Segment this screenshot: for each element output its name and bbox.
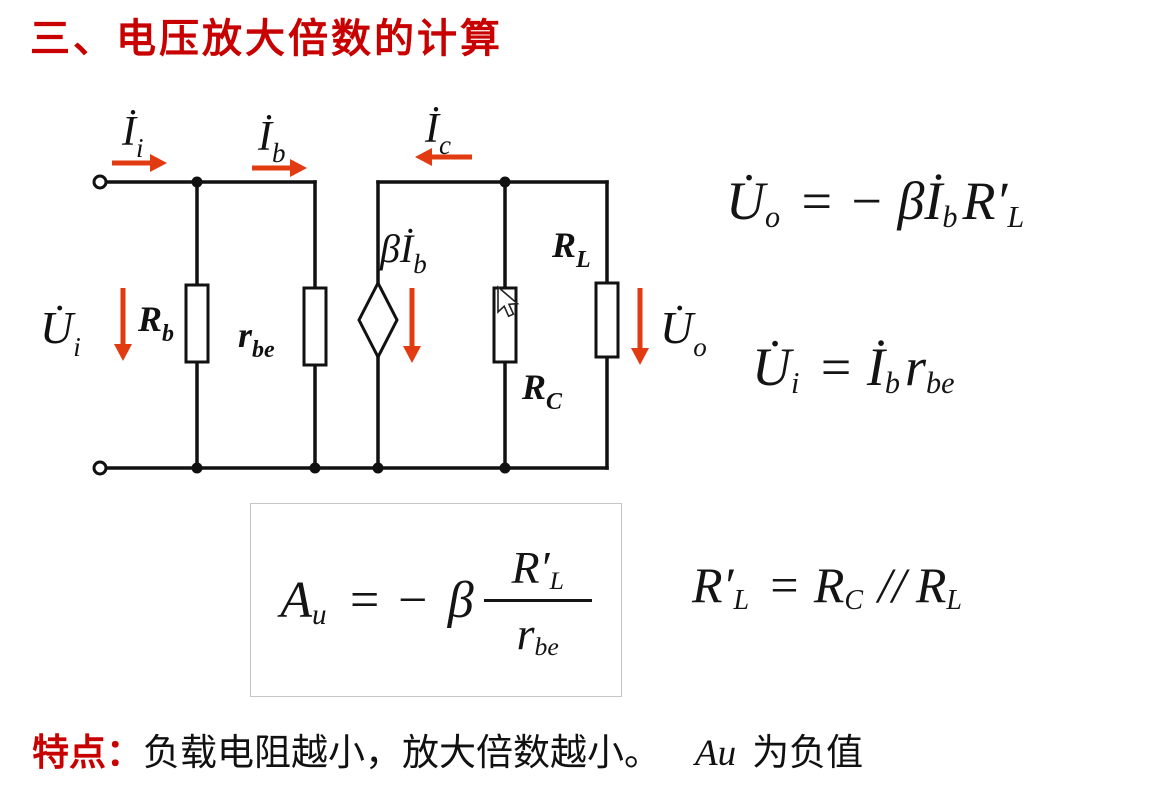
eq-au-relation: = −	[346, 571, 430, 629]
junction-dot	[372, 462, 384, 474]
input-terminal-top	[92, 174, 108, 190]
label-voltage-Uo: U̇o	[660, 302, 707, 362]
controlled-current-source	[357, 279, 399, 361]
arrowhead-Ic	[415, 148, 432, 166]
label-resistor-Rb: Rb	[137, 299, 174, 347]
eq-ui-lhs: U̇	[752, 337, 791, 397]
label-resistor-Rl: RL	[551, 225, 591, 273]
eq-au-lhs: Au	[280, 571, 327, 632]
eq-rl-lhs: R′	[692, 557, 734, 613]
label-resistor-Rc: RC	[521, 367, 563, 415]
fraction-numerator: R′L	[511, 541, 564, 596]
slide-title: 三、电压放大倍数的计算	[30, 17, 503, 61]
footer-tail: 为负值	[752, 732, 864, 773]
junction-dots	[191, 176, 511, 474]
label-current-Ii: İi	[121, 109, 144, 163]
label-voltage-Ui: U̇i	[40, 302, 81, 362]
label-source-beta-Ib: βİb	[379, 226, 427, 279]
eq-uo-lhs: U̇	[726, 171, 765, 231]
label-resistor-rbe: rbe	[238, 315, 275, 363]
junction-dot	[499, 176, 511, 188]
resistor-Rl	[594, 281, 620, 359]
junction-dot	[191, 176, 203, 188]
footer-body: 负载电阻越小，放大倍数越小。	[143, 732, 661, 773]
footer-lead: 特点：	[32, 732, 143, 773]
fraction-denominator: rbe	[516, 607, 559, 662]
gain-equation-box: Au = − β R′L rbe	[250, 503, 622, 697]
junction-dot	[191, 462, 203, 474]
current-voltage-arrows	[112, 148, 649, 365]
equivalent-circuit-diagram: İi İb İc U̇i U̇o Rb rbe βİb RL RC	[40, 106, 707, 476]
junction-dot	[499, 462, 511, 474]
arrowhead-source-current	[403, 346, 421, 363]
equation-uo: U̇o= −βİbR′L	[726, 171, 1025, 234]
fraction-bar	[483, 598, 592, 602]
resistor-rbe	[302, 286, 328, 367]
footer-au-symbol: Au	[695, 733, 737, 774]
arrowhead-Ui	[114, 344, 132, 361]
junction-dot	[309, 462, 321, 474]
input-terminal-bottom	[92, 460, 108, 476]
eq-au-fraction: R′L rbe	[483, 541, 592, 662]
arrowhead-Ii	[150, 154, 167, 172]
circuit-wires	[104, 180, 609, 470]
equation-ui: U̇i=İbrbe	[752, 337, 955, 400]
label-current-Ic: İc	[424, 106, 451, 160]
label-current-Ib: İb	[257, 114, 286, 168]
arrowhead-Uo	[631, 348, 649, 365]
eq-au-coeff: β	[447, 571, 474, 629]
arrowhead-Ib	[290, 159, 307, 177]
footer-remark: 特点：负载电阻越小，放大倍数越小。 Au 为负值	[32, 722, 863, 776]
resistor-Rb	[184, 283, 210, 364]
equation-rl-parallel: R′L=RC//RL	[692, 557, 962, 617]
mouse-cursor	[497, 285, 520, 318]
